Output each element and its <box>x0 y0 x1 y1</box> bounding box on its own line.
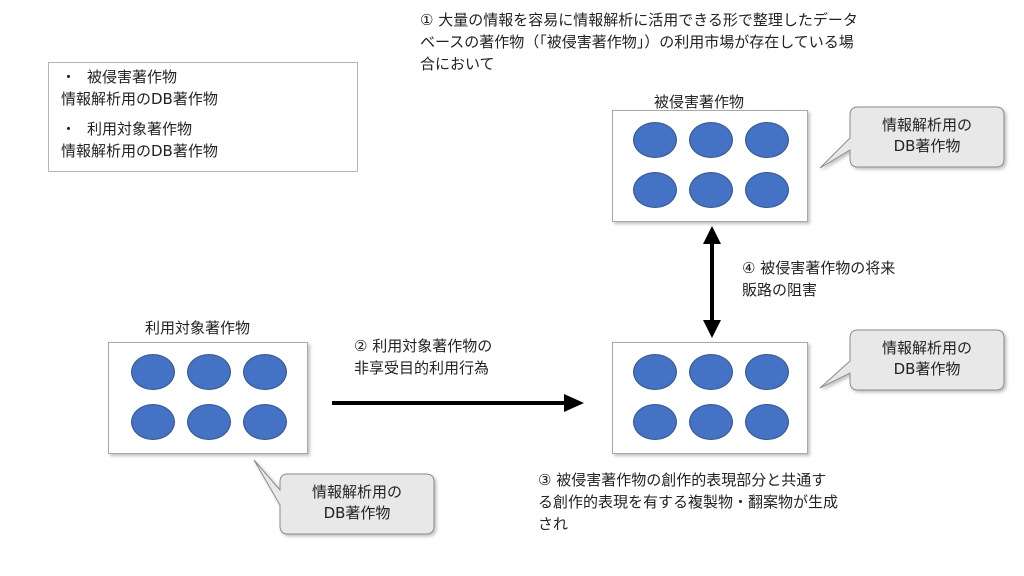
note-top-line3: 合において <box>420 55 495 73</box>
legend-item-infringed-title: 被侵害著作物 <box>87 68 178 86</box>
note-top-line2: ベースの著作物（「被侵害著作物」）の利用市場が存在している場 <box>420 33 854 51</box>
step4-label-line2: 販路の阻害 <box>742 281 818 299</box>
data-item-ellipse <box>633 172 677 208</box>
arrow-market-head-up <box>703 226 721 244</box>
callout-bottom-line2: DB著作物 <box>323 504 391 522</box>
note-top-line1: ① 大量の情報を容易に情報解析に活用できる形で整理したデータ <box>420 11 858 29</box>
callout-top-line1: 情報解析用の <box>881 116 972 134</box>
data-item-ellipse <box>187 404 231 440</box>
callout-bubble-bottom <box>253 459 435 535</box>
note-bottom-line3: され <box>538 515 569 533</box>
data-item-ellipse <box>745 172 789 208</box>
infringed-work-box <box>612 110 808 222</box>
bullet-icon: ・ <box>61 68 77 86</box>
arrow-market-head-down <box>703 320 721 338</box>
data-item-ellipse <box>633 122 677 158</box>
legend-item-target-desc: 情報解析用のDB著作物 <box>61 142 218 160</box>
target-work-title: 利用対象著作物 <box>145 319 251 337</box>
data-item-ellipse <box>689 172 733 208</box>
data-item-ellipse <box>243 354 287 390</box>
legend-item-infringed: ・被侵害著作物 <box>61 67 177 88</box>
step2-label-line2: 非享受目的利用行為 <box>354 359 490 377</box>
bullet-icon: ・ <box>61 120 77 138</box>
data-item-ellipse <box>745 404 789 440</box>
data-item-ellipse <box>689 354 733 390</box>
callout-mid-line1: 情報解析用の <box>881 339 972 357</box>
legend-item-infringed-desc: 情報解析用のDB著作物 <box>61 90 218 108</box>
data-item-ellipse <box>633 404 677 440</box>
legend-item-target: ・利用対象著作物 <box>61 119 192 140</box>
note-bottom-line2: る創作的表現を有する複製物・翻案物が生成 <box>538 493 839 511</box>
step4-label-line1: ④ 被侵害著作物の将来 <box>742 259 896 277</box>
data-item-ellipse <box>243 404 287 440</box>
arrow-usage-head <box>564 394 584 412</box>
note-bottom-line1: ③ 被侵害著作物の創作的表現部分と共通す <box>538 471 827 489</box>
data-item-ellipse <box>131 404 175 440</box>
step2-label-line1: ② 利用対象著作物の <box>354 337 493 355</box>
data-item-ellipse <box>187 354 231 390</box>
legend-box: ・被侵害著作物 情報解析用のDB著作物 ・利用対象著作物 情報解析用のDB著作物 <box>48 62 358 172</box>
target-work-box <box>108 342 308 454</box>
callout-bubble-mid <box>819 329 1005 391</box>
data-item-ellipse <box>689 122 733 158</box>
data-item-ellipse <box>745 122 789 158</box>
infringed-work-title: 被侵害著作物 <box>654 93 745 111</box>
legend-item-target-title: 利用対象著作物 <box>87 120 193 138</box>
callout-top-line2: DB著作物 <box>893 137 961 155</box>
callout-bubble-top <box>819 106 1005 169</box>
data-item-ellipse <box>131 354 175 390</box>
callout-bottom-line1: 情報解析用の <box>311 483 402 501</box>
generated-copy-box <box>612 342 808 454</box>
data-item-ellipse <box>689 404 733 440</box>
data-item-ellipse <box>633 354 677 390</box>
data-item-ellipse <box>745 354 789 390</box>
callout-mid-line2: DB著作物 <box>893 360 961 378</box>
